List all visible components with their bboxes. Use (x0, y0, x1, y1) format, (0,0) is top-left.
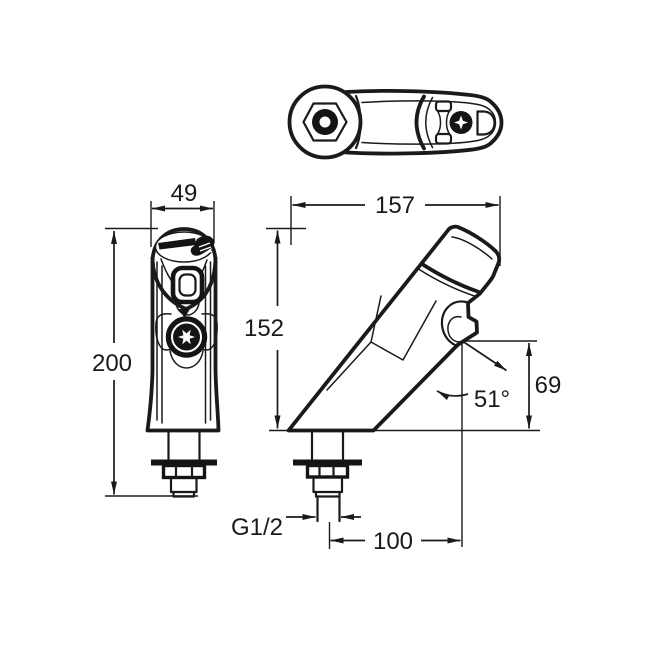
hand-press-icon (190, 235, 215, 256)
front-aerator-ring (166, 316, 207, 358)
dim-side-height-label: 152 (244, 315, 284, 342)
top-view-knob (434, 100, 453, 145)
top-view-body-outline (344, 88, 504, 156)
push-button-outer (170, 265, 205, 305)
top-view-cap-band-inner (425, 96, 434, 149)
front-shank-lower (169, 476, 198, 498)
front-shank-upper (167, 429, 201, 461)
dimension-thread-size: G1/2 (231, 514, 361, 541)
front-flange (151, 459, 217, 466)
top-view-drawing (287, 84, 504, 160)
side-cap-band (420, 262, 481, 294)
side-body-outline (286, 224, 502, 433)
side-shank-lower (312, 475, 344, 498)
dimension-outlet-height: 69 (464, 340, 562, 429)
dimension-front-height: 200 (92, 227, 198, 497)
dim-outlet-angle-label: 51° (474, 386, 510, 413)
side-inlet-pipe (316, 495, 341, 523)
dimension-outlet-offset: 100 (328, 522, 461, 555)
spout-drop-mark (179, 309, 190, 318)
top-view-nut-hole (319, 116, 331, 128)
side-cap-band-inner (417, 268, 476, 297)
side-nut (305, 463, 350, 479)
dim-side-length-label: 157 (375, 192, 415, 219)
dim-front-width-label: 49 (171, 180, 198, 207)
side-flange (293, 459, 362, 466)
side-spout-bump (440, 300, 468, 348)
dim-outlet-offset-label: 100 (373, 528, 413, 555)
front-nut-facets (174, 465, 194, 479)
front-spout-left-wing (155, 312, 172, 351)
press-bar (158, 238, 197, 250)
dimension-outlet-angle: 51° (436, 340, 510, 547)
front-view-drawing (145, 227, 221, 498)
front-spout-right-wing (201, 312, 218, 351)
dimension-side-height: 152 (244, 227, 306, 429)
button-under-arc (175, 302, 200, 316)
dimension-side-length: 157 (290, 192, 501, 266)
side-shank-upper (310, 429, 345, 461)
side-cap-highlight (451, 236, 493, 260)
top-view-cap-band (414, 94, 426, 151)
dim-thread-size-label: G1/2 (231, 514, 283, 541)
dim-outlet-height-label: 69 (535, 372, 562, 399)
dim-front-height-label: 200 (92, 350, 132, 377)
front-spout-cup (169, 350, 204, 369)
push-button-inner (178, 273, 197, 297)
front-nut (161, 463, 207, 480)
side-view-drawing (269, 224, 540, 523)
side-spout-hook (447, 315, 464, 343)
dimension-annotations: 49 200 157 152 69 (92, 180, 561, 555)
side-body-panel (326, 295, 437, 391)
top-view-d-shape (476, 110, 496, 136)
top-view-neck-arc (354, 94, 362, 150)
top-view-outlet-star-icon (454, 115, 468, 130)
front-aerator-star-icon (178, 329, 195, 345)
dimension-front-width: 49 (150, 180, 215, 247)
side-nut-facets (318, 465, 335, 479)
